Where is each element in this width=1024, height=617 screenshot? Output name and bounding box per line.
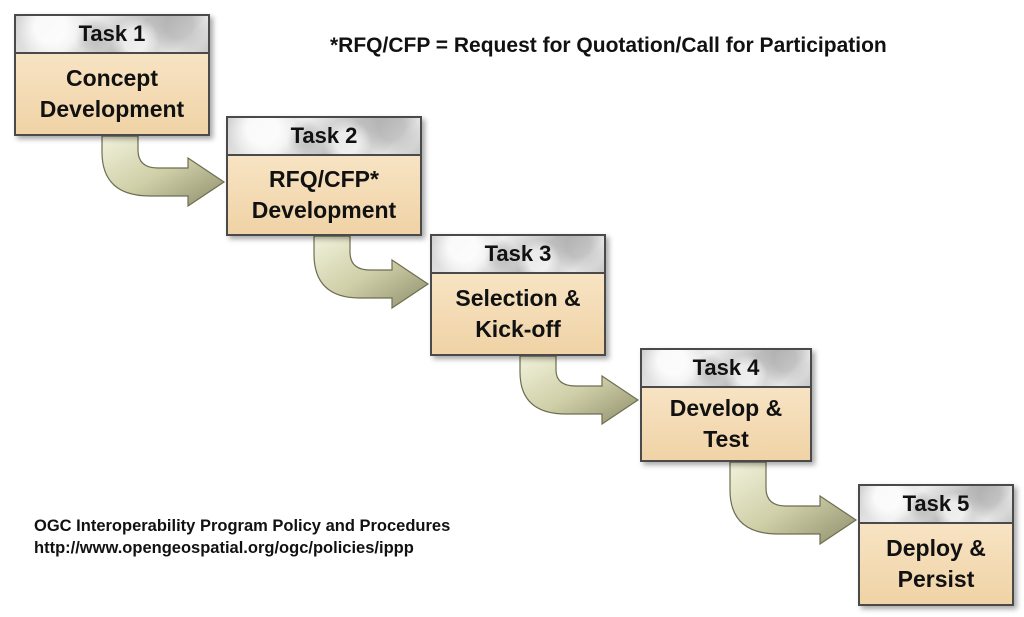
task-2-box: Task 2 RFQ/CFP* Development (226, 116, 422, 236)
source-title: OGC Interoperability Program Policy and … (34, 517, 451, 535)
task-line: Selection & (455, 285, 581, 311)
task-line: RFQ/CFP* (269, 166, 379, 192)
abbreviation-note: *RFQ/CFP = Request for Quotation/Call fo… (330, 34, 887, 57)
task-line: Deploy & (886, 535, 986, 561)
task-3-box: Task 3 Selection & Kick-off (430, 234, 606, 356)
task-header: Task 1 (16, 16, 208, 54)
task-1-box: Task 1 Concept Development (14, 14, 210, 136)
task-line: Development (39, 96, 185, 122)
task-4-box: Task 4 Develop & Test (640, 348, 812, 462)
task-header: Task 5 (860, 486, 1012, 524)
source-citation: OGC Interoperability Program Policy and … (34, 515, 450, 559)
task-description: Concept Development (16, 54, 208, 134)
task-line: Develop & (669, 395, 783, 421)
task-header: Task 4 (642, 350, 810, 388)
arrow-task2-to-task3 (313, 235, 430, 310)
task-line: Concept (66, 65, 158, 91)
task-line: Test (703, 426, 749, 452)
task-line: Development (251, 197, 397, 223)
task-line: Persist (897, 566, 975, 592)
task-description: Develop & Test (642, 388, 810, 460)
task-description: RFQ/CFP* Development (228, 156, 420, 234)
task-header: Task 3 (432, 236, 604, 274)
task-header: Task 2 (228, 118, 420, 156)
task-line: Kick-off (475, 316, 561, 342)
task-description: Selection & Kick-off (432, 274, 604, 354)
task-description: Deploy & Persist (860, 524, 1012, 604)
arrow-task3-to-task4 (519, 355, 640, 426)
arrow-task1-to-task2 (101, 135, 226, 208)
task-5-box: Task 5 Deploy & Persist (858, 484, 1014, 606)
arrow-task4-to-task5 (729, 461, 858, 546)
source-url: http://www.opengeospatial.org/ogc/polici… (34, 539, 414, 557)
